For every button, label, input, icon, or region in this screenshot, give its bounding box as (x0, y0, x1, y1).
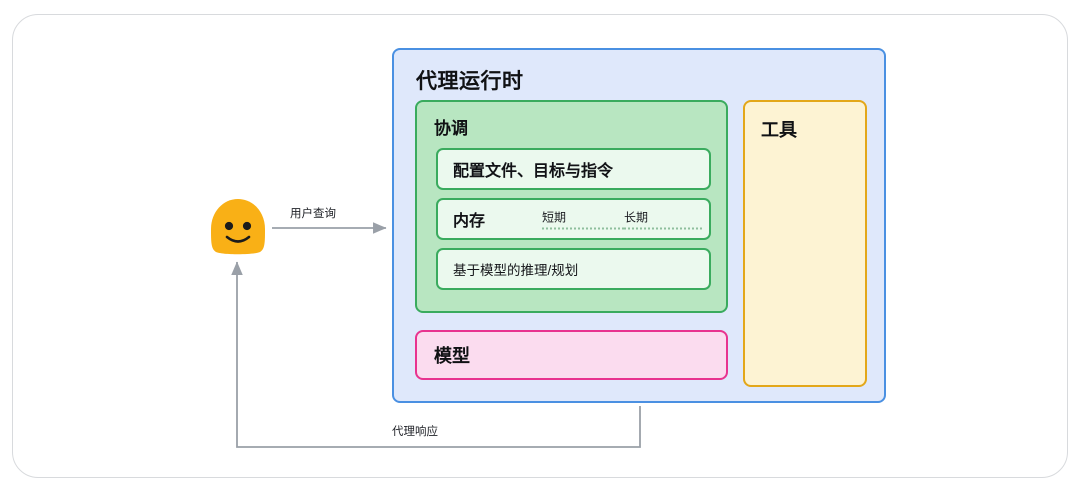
memory-long-term-tag: 长期 (624, 209, 702, 230)
user-avatar (211, 199, 265, 255)
agent-runtime-container: 代理运行时 协调 配置文件、目标与指令 内存 短期 长期 基于模型的推理/规划 … (392, 48, 886, 403)
memory-box: 内存 短期 长期 (436, 198, 711, 240)
memory-label: 内存 (453, 213, 486, 230)
profile-goals-instructions-label: 配置文件、目标与指令 (453, 163, 614, 180)
model-label: 模型 (434, 346, 470, 366)
orchestration-box: 协调 配置文件、目标与指令 内存 短期 长期 基于模型的推理/规划 (415, 100, 728, 313)
orchestration-title: 协调 (434, 119, 468, 138)
agent-response-label: 代理响应 (392, 426, 438, 438)
profile-goals-instructions-box: 配置文件、目标与指令 (436, 148, 711, 190)
memory-short-term-tag: 短期 (542, 209, 624, 230)
tools-label: 工具 (761, 120, 797, 140)
tools-box: 工具 (743, 100, 867, 387)
agent-runtime-title: 代理运行时 (416, 70, 524, 93)
user-query-label: 用户查询 (290, 208, 336, 220)
model-based-reasoning-planning-box: 基于模型的推理/规划 (436, 248, 711, 290)
model-box: 模型 (415, 330, 728, 380)
model-based-reasoning-planning-label: 基于模型的推理/规划 (453, 263, 579, 278)
